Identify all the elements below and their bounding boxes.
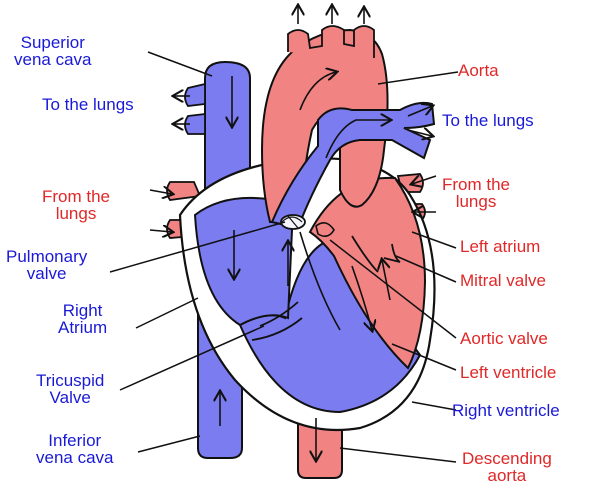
label-aorta: Aorta <box>458 61 499 80</box>
aorta-branches <box>287 25 375 58</box>
label-left-ventricle: Left ventricle <box>460 363 557 382</box>
flow-arrows <box>149 6 437 460</box>
right-atrium-chamber <box>193 196 294 327</box>
pulmonary-branch-lower-left <box>184 112 206 135</box>
leader-lines <box>109 51 459 463</box>
label-inferior-vena-cava: Inferior vena cava <box>36 431 114 467</box>
label-left-atrium: Left atrium <box>460 237 541 256</box>
label-to-the-lungs-right: To the lungs <box>442 111 534 130</box>
label-aortic-valve: Aortic valve <box>460 329 548 348</box>
label-right-ventricle: Right ventricle <box>452 401 560 420</box>
pulmonary-trunk-vessel <box>270 101 436 230</box>
tricuspid-valve-shape <box>251 301 303 341</box>
label-pulmonary-valve: Pulmonary valve <box>6 247 88 283</box>
pulmonary-branch-upper-left <box>184 82 206 107</box>
label-right-atrium: Right Atrium <box>58 301 108 337</box>
label-tricuspid-valve: Tricuspid Valve <box>36 371 105 407</box>
label-superior-vena-cava: Superior vena cava <box>14 33 92 69</box>
mitral-valve-shape <box>351 235 401 273</box>
label-descending-aorta: Descending aorta <box>462 449 552 485</box>
label-to-the-lungs-left: To the lungs <box>42 95 134 114</box>
aortic-valve-shape <box>315 222 335 238</box>
label-mitral-valve: Mitral valve <box>460 271 546 290</box>
label-from-the-lungs-right: From the lungs <box>442 175 511 211</box>
label-from-the-lungs-left: From the lungs <box>42 187 111 223</box>
